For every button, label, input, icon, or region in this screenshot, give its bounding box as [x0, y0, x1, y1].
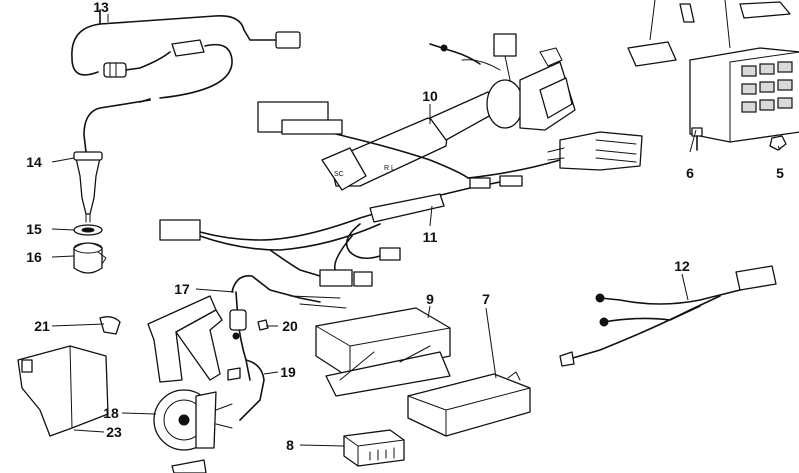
- callout-23: 23: [106, 424, 122, 440]
- washer-15: [73, 224, 103, 236]
- callout-9: 9: [426, 291, 434, 307]
- holder-16: [73, 242, 107, 274]
- bottom-plug: [171, 459, 207, 473]
- control-unit-keys: [741, 61, 793, 113]
- callout-6: 6: [686, 165, 694, 181]
- callout-labels: 13 10 6 5 14 15 16 11 12 17 9 7 21 20 19…: [26, 0, 784, 453]
- module-7: [407, 371, 531, 437]
- combination-switch-10: SC R L: [257, 33, 643, 191]
- relay-8: [343, 429, 405, 467]
- harness-11: [159, 175, 523, 287]
- housing-9: [315, 307, 451, 397]
- stalk-marking-right: R L: [384, 165, 395, 172]
- callout-16: 16: [26, 249, 42, 265]
- callout-20: 20: [282, 318, 298, 334]
- leader-lines: [51, 14, 781, 447]
- callout-11: 11: [423, 229, 438, 245]
- stalk-marking-left: SC: [334, 171, 344, 178]
- bulb-socket-14: [73, 151, 103, 223]
- callout-13: 13: [93, 0, 109, 15]
- callout-10: 10: [422, 88, 438, 104]
- callout-8: 8: [286, 437, 294, 453]
- cable-12: [559, 265, 777, 367]
- horn-bracket-assembly: [17, 275, 347, 451]
- callout-15: 15: [26, 221, 42, 237]
- callout-14: 14: [26, 154, 42, 170]
- callout-17: 17: [174, 281, 190, 297]
- callout-7: 7: [482, 291, 490, 307]
- control-unit: [627, 0, 799, 151]
- callout-12: 12: [674, 258, 690, 274]
- callout-18: 18: [103, 405, 119, 421]
- callout-19: 19: [280, 364, 296, 380]
- cable-13: [71, 9, 301, 153]
- callout-21: 21: [34, 318, 50, 334]
- callout-5: 5: [776, 165, 784, 181]
